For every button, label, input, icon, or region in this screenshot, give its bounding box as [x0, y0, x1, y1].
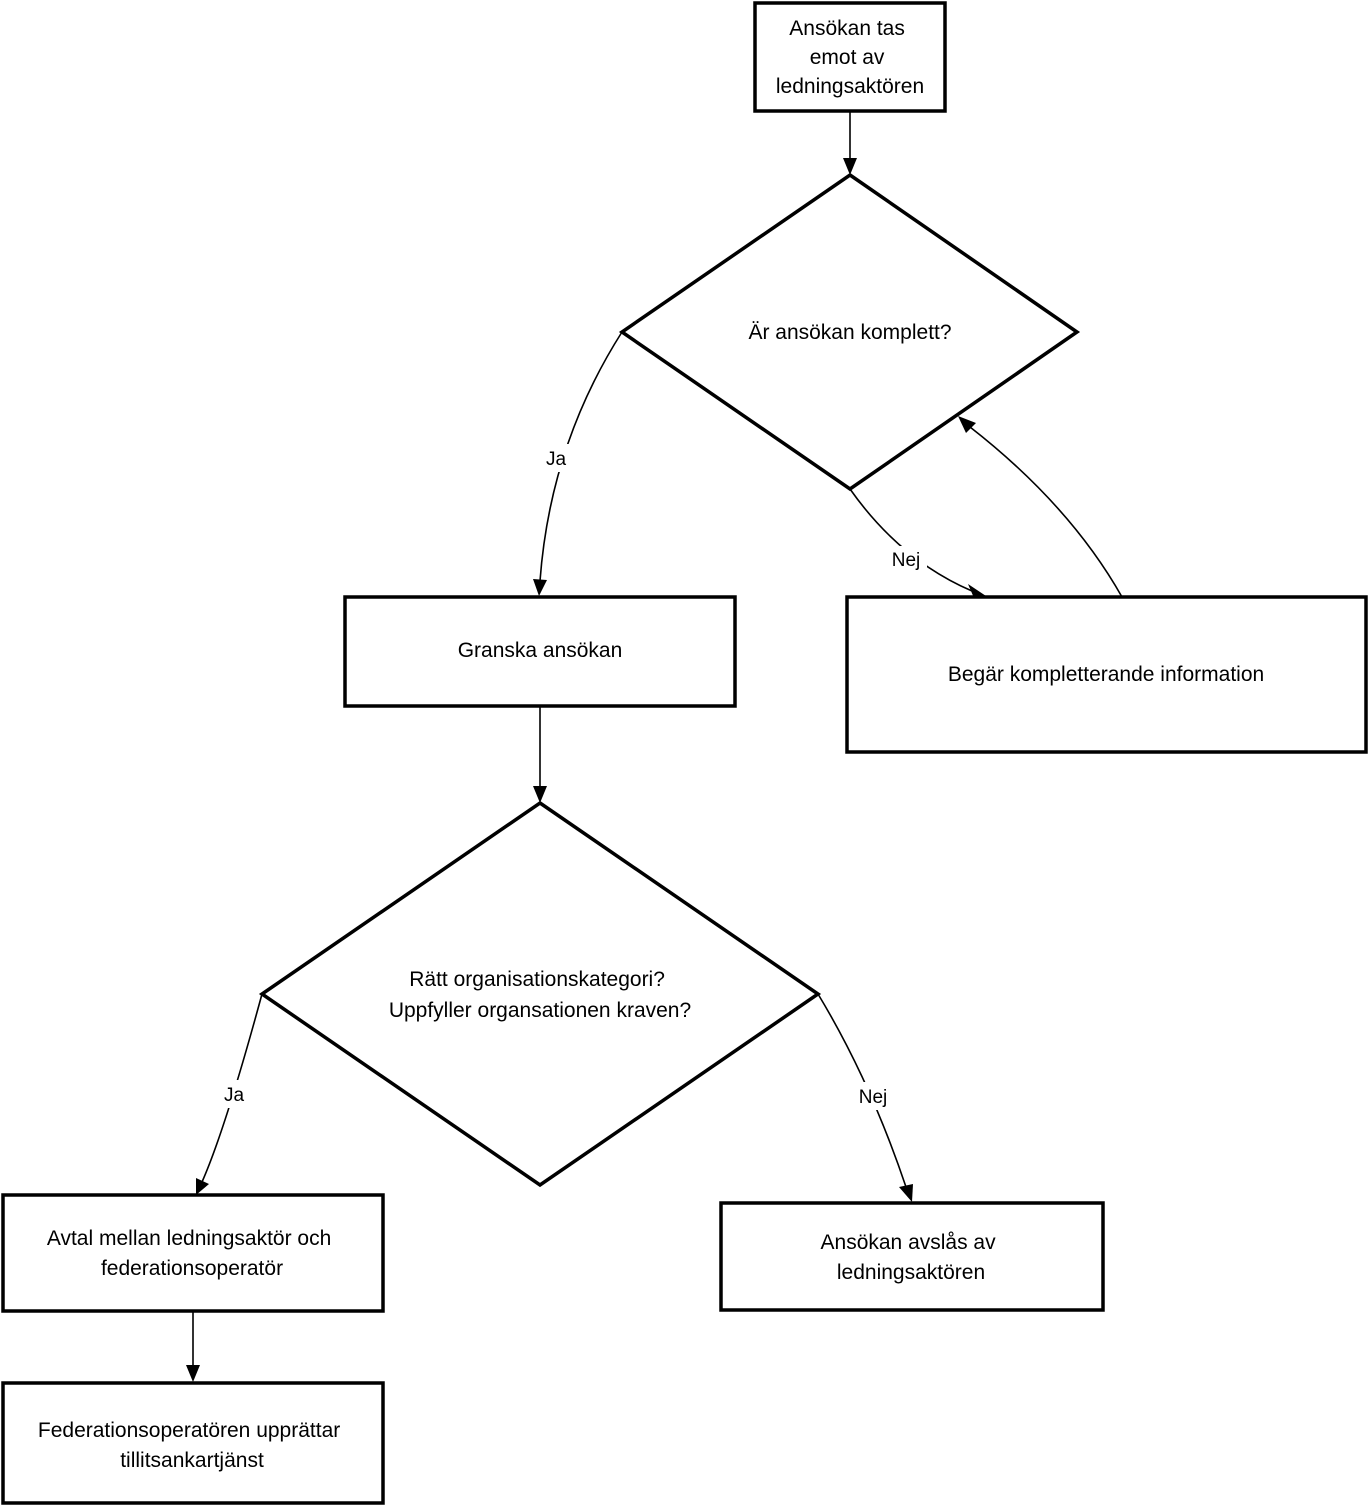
- node-label-line: Uppfyller organsationen kraven?: [389, 999, 691, 1022]
- arrowhead: [968, 584, 986, 598]
- node-label-line: Rätt organisationskategori?: [409, 968, 665, 991]
- node-label-line: Begär kompletterande information: [948, 663, 1264, 686]
- edge-start-to-decision-complete: [843, 111, 857, 175]
- edge-complete-no: Nej: [849, 488, 986, 598]
- edge-review-to-decision-category: [533, 706, 547, 803]
- node-request-info-label: Begär kompletterande information: [948, 663, 1264, 686]
- node-trust-anchor: Federationsoperatören upprättar tillitsa…: [1, 1381, 385, 1505]
- arrowhead: [533, 579, 547, 596]
- edge-request-info-to-decision: [958, 416, 1123, 598]
- node-trust-anchor-label: Federationsoperatören upprättar tillitsa…: [38, 1419, 346, 1472]
- node-rejected-box: [719, 1201, 1105, 1312]
- node-label-line: ledningsaktören: [776, 75, 924, 98]
- node-start-box: [753, 1, 947, 113]
- node-decision-category-label: Rätt organisationskategori? Uppfyller or…: [389, 968, 691, 1022]
- node-rejected-label: Ansökan avslås av ledningsaktören: [821, 1231, 1002, 1284]
- edge-line: [201, 993, 263, 1183]
- edge-label-bg: [217, 1080, 251, 1108]
- edge-complete-yes: Ja: [533, 331, 623, 596]
- node-rejected: Ansökan avslås av ledningsaktören: [719, 1201, 1105, 1312]
- node-label-line: Är ansökan komplett?: [748, 321, 951, 344]
- node-label-line: Avtal mellan ledningsaktör och: [47, 1227, 331, 1250]
- node-decision-complete: Är ansökan komplett?: [618, 172, 1081, 492]
- node-decision-complete-diamond: [618, 172, 1081, 492]
- edges: Ja Nej Ja N: [186, 111, 1123, 1382]
- node-decision-complete-label: Är ansökan komplett?: [748, 321, 951, 344]
- arrowhead: [186, 1365, 200, 1382]
- node-review-label: Granska ansökan: [458, 639, 623, 662]
- node-decision-category-diamond: [258, 800, 822, 1188]
- edge-label-bg: [885, 546, 927, 574]
- node-agreement: Avtal mellan ledningsaktör och federatio…: [1, 1193, 385, 1313]
- edge-label-no: Nej: [859, 1087, 888, 1108]
- edge-label-bg: [852, 1082, 894, 1110]
- edge-label-no: Nej: [892, 550, 921, 571]
- node-start-label: Ansökan tas emot av ledningsaktören: [776, 17, 924, 98]
- node-review-box: [343, 595, 737, 708]
- edge-line: [849, 488, 973, 592]
- edge-line: [969, 426, 1123, 598]
- node-start: Ansökan tas emot av ledningsaktören: [753, 1, 947, 113]
- node-label-line: Ansökan avslås av: [821, 1231, 997, 1254]
- node-agreement-box: [1, 1193, 385, 1313]
- edge-label-yes: Ja: [546, 449, 567, 470]
- node-label-line: federationsoperatör: [101, 1257, 283, 1280]
- arrowhead: [958, 416, 976, 433]
- node-label-line: Granska ansökan: [458, 639, 623, 662]
- node-request-info-box: [845, 595, 1368, 754]
- node-label-line: emot av: [810, 46, 885, 69]
- edge-label-yes: Ja: [224, 1085, 245, 1106]
- node-trust-anchor-box: [1, 1381, 385, 1505]
- node-label-line: Federationsoperatören upprättar: [38, 1419, 340, 1442]
- edge-agreement-to-trust-anchor: [186, 1311, 200, 1382]
- arrowhead: [899, 1184, 913, 1202]
- node-review: Granska ansökan: [343, 595, 737, 708]
- edge-category-yes: Ja: [196, 993, 263, 1195]
- node-label-line: tillitsankartjänst: [120, 1449, 264, 1472]
- node-request-info: Begär kompletterande information: [845, 595, 1368, 754]
- arrowhead: [843, 158, 857, 175]
- node-label-line: ledningsaktören: [837, 1261, 985, 1284]
- node-label-line: Ansökan tas: [789, 17, 905, 40]
- edge-label-bg: [539, 444, 573, 472]
- arrowhead: [196, 1178, 209, 1195]
- arrowhead: [533, 786, 547, 803]
- node-decision-category: Rätt organisationskategori? Uppfyller or…: [258, 800, 822, 1188]
- node-agreement-label: Avtal mellan ledningsaktör och federatio…: [47, 1227, 337, 1280]
- edge-category-no: Nej: [817, 993, 913, 1202]
